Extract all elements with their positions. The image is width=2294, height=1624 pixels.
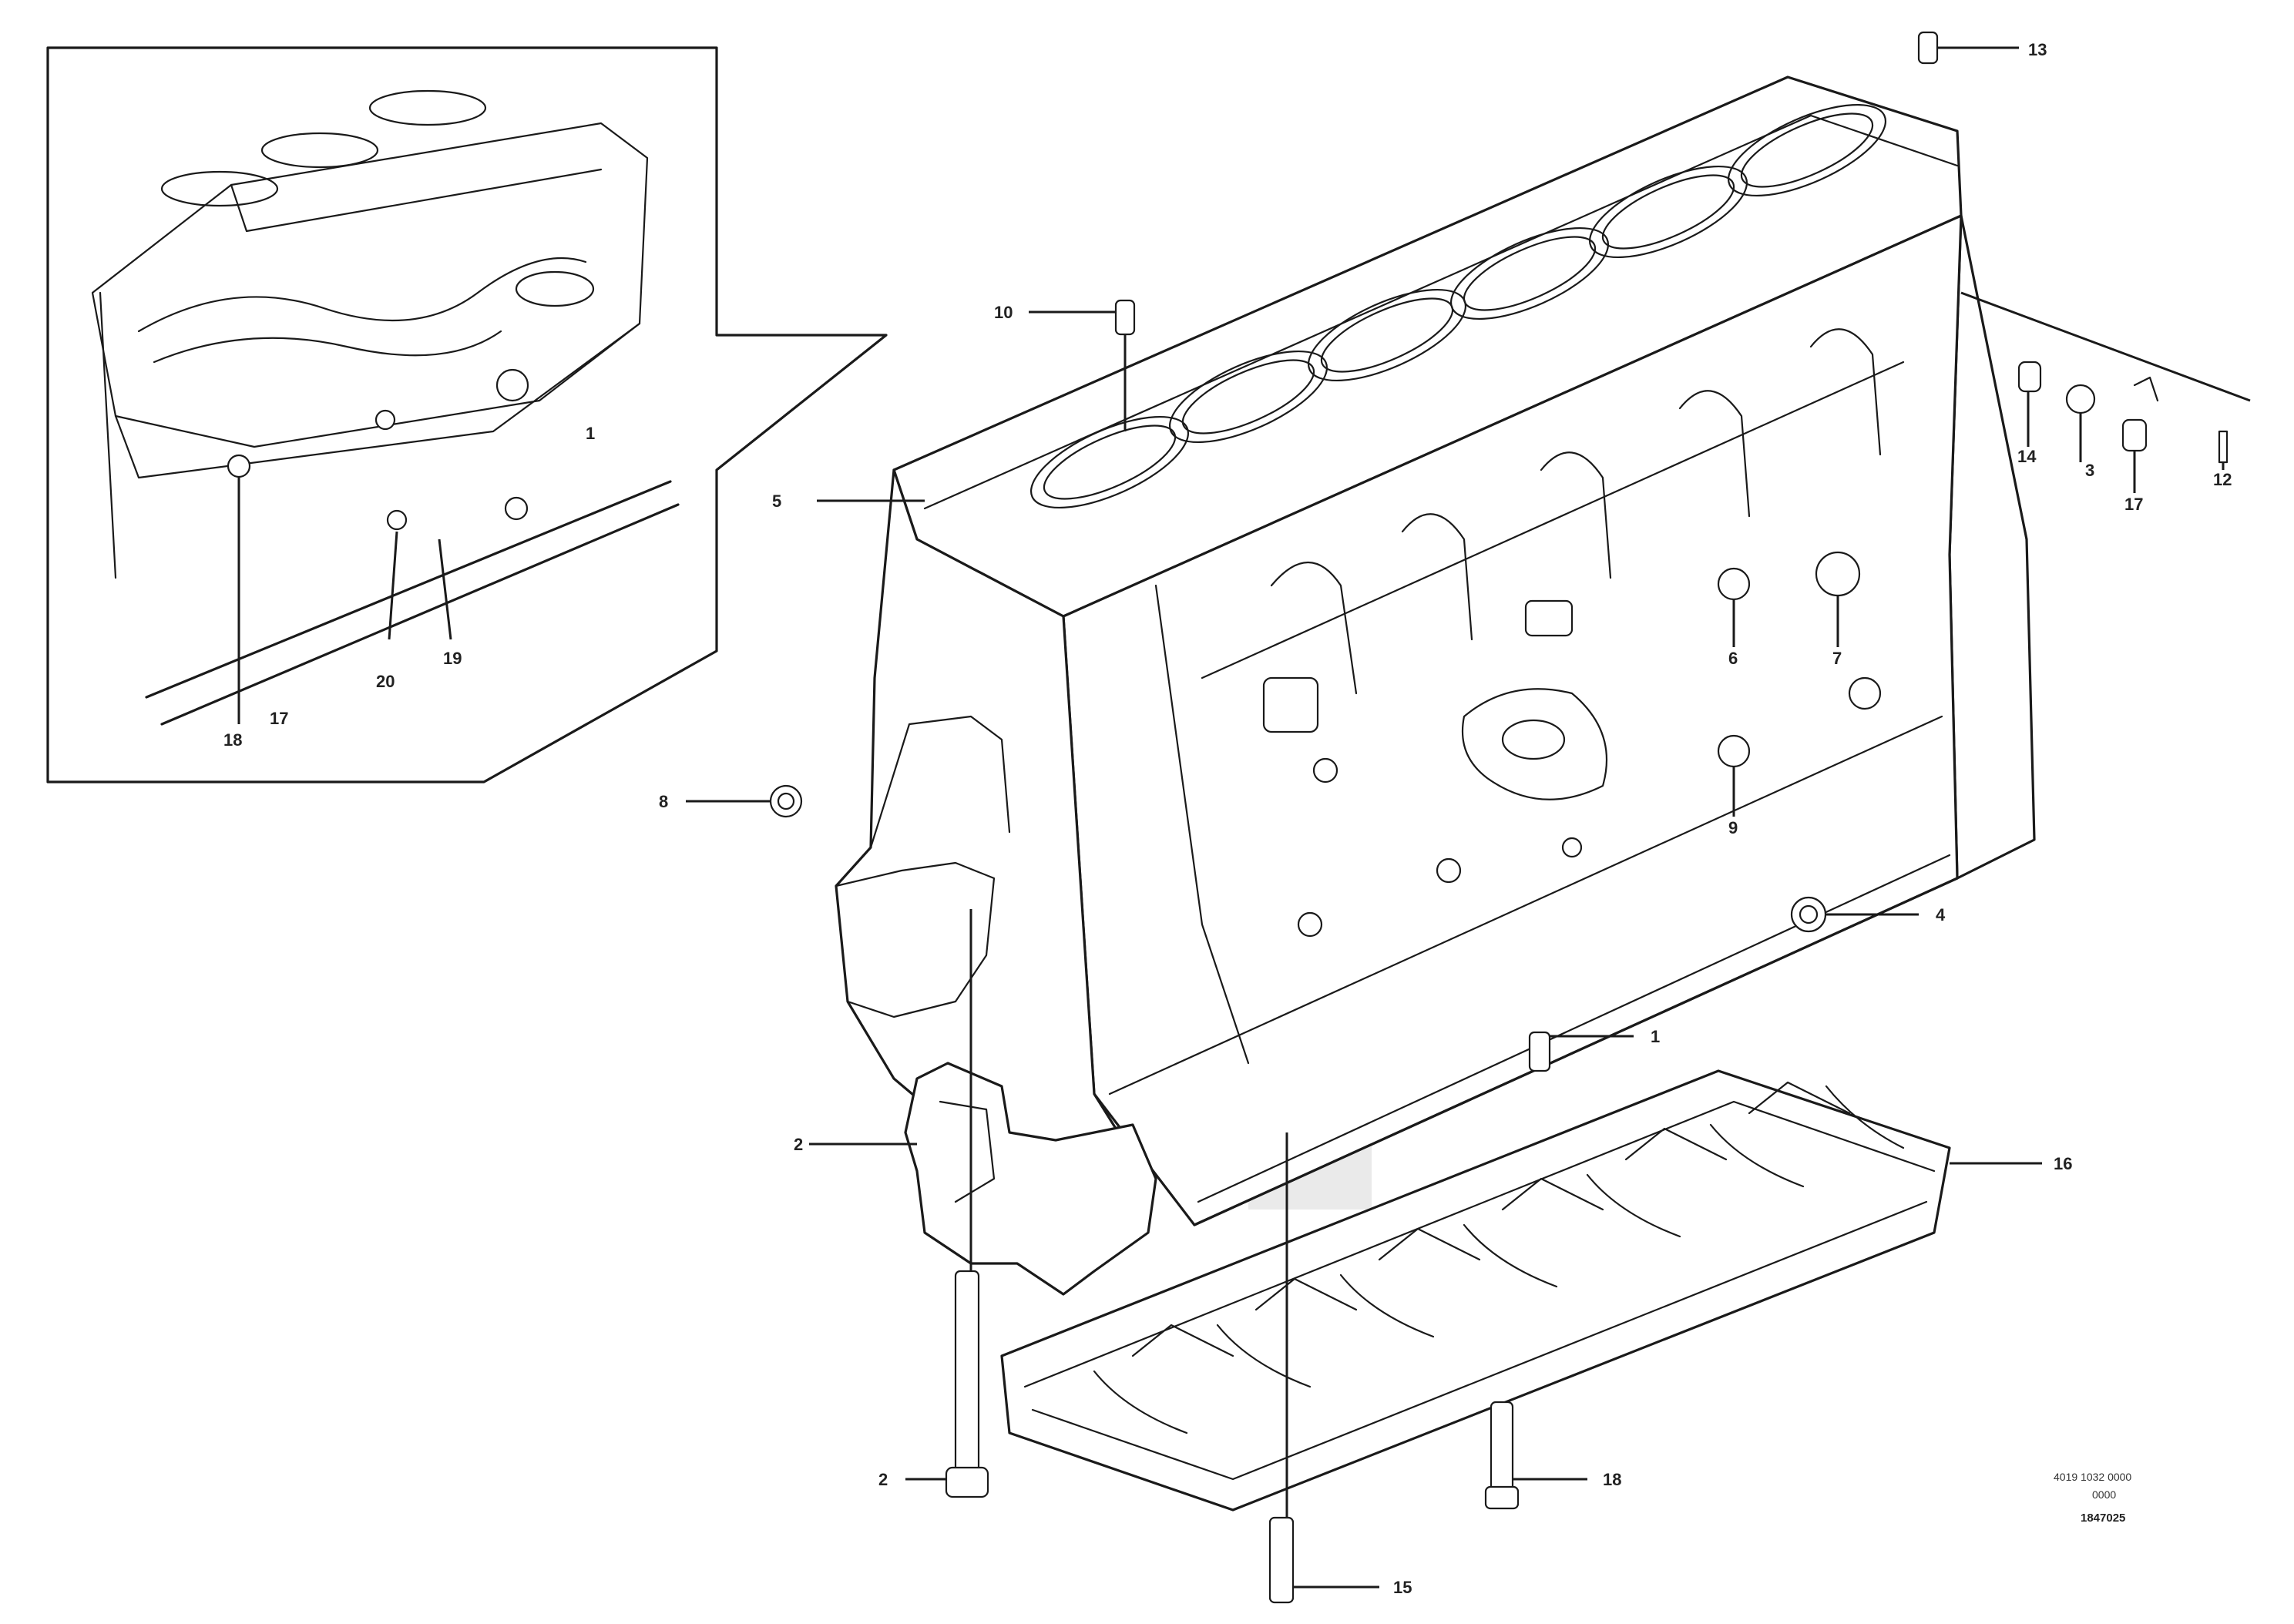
plug-4	[1790, 896, 1827, 933]
callout-14: 14	[2017, 447, 2037, 466]
callout-8: 8	[659, 792, 668, 811]
callout-2-top: 2	[794, 1135, 803, 1154]
dowel-10	[1114, 299, 1136, 336]
bolt-2-long	[945, 1270, 989, 1498]
bolt-15	[1268, 1516, 1295, 1604]
callout-16: 16	[2054, 1154, 2072, 1173]
callout-18: 18	[1603, 1470, 1621, 1489]
callout-13: 13	[2028, 40, 2047, 59]
plug-8	[769, 784, 803, 818]
reference-line-1: 4019 1032 0000	[2054, 1471, 2131, 1483]
bolt-13	[1917, 31, 1939, 65]
bolt-18	[1484, 1401, 1520, 1510]
callout-6: 6	[1728, 649, 1738, 668]
inset-callout-17: 17	[270, 709, 288, 728]
bedplate-frame	[1000, 1069, 1951, 1512]
inset-callout-1: 1	[586, 424, 595, 443]
callout-4: 4	[1936, 905, 1946, 924]
callout-2-bottom: 2	[878, 1470, 888, 1489]
callout-12: 12	[2213, 470, 2232, 489]
callout-15: 15	[1393, 1578, 1412, 1597]
front-cover-part	[904, 1062, 1157, 1296]
pin-1	[1528, 1031, 1551, 1072]
callout-5: 5	[772, 492, 781, 511]
inset-detail-view	[46, 46, 888, 783]
callout-1: 1	[1651, 1027, 1660, 1046]
callout-3a: 3	[2085, 461, 2094, 480]
cylinder-block	[835, 75, 2036, 1226]
callout-10: 10	[994, 303, 1013, 322]
leader-lines	[686, 46, 2225, 1589]
drawing-reference: 4019 1032 0000 0000 1847025	[2054, 1471, 2131, 1525]
inset-callout-18: 18	[223, 730, 242, 750]
callout-9: 9	[1728, 818, 1738, 837]
callout-7: 7	[1832, 649, 1842, 668]
callout-17: 17	[2124, 495, 2143, 514]
reference-line-2: 0000	[2092, 1488, 2116, 1501]
reference-line-3: 1847025	[2081, 1512, 2125, 1525]
inset-callout-19: 19	[443, 649, 462, 668]
inset-callout-20: 20	[376, 672, 395, 691]
